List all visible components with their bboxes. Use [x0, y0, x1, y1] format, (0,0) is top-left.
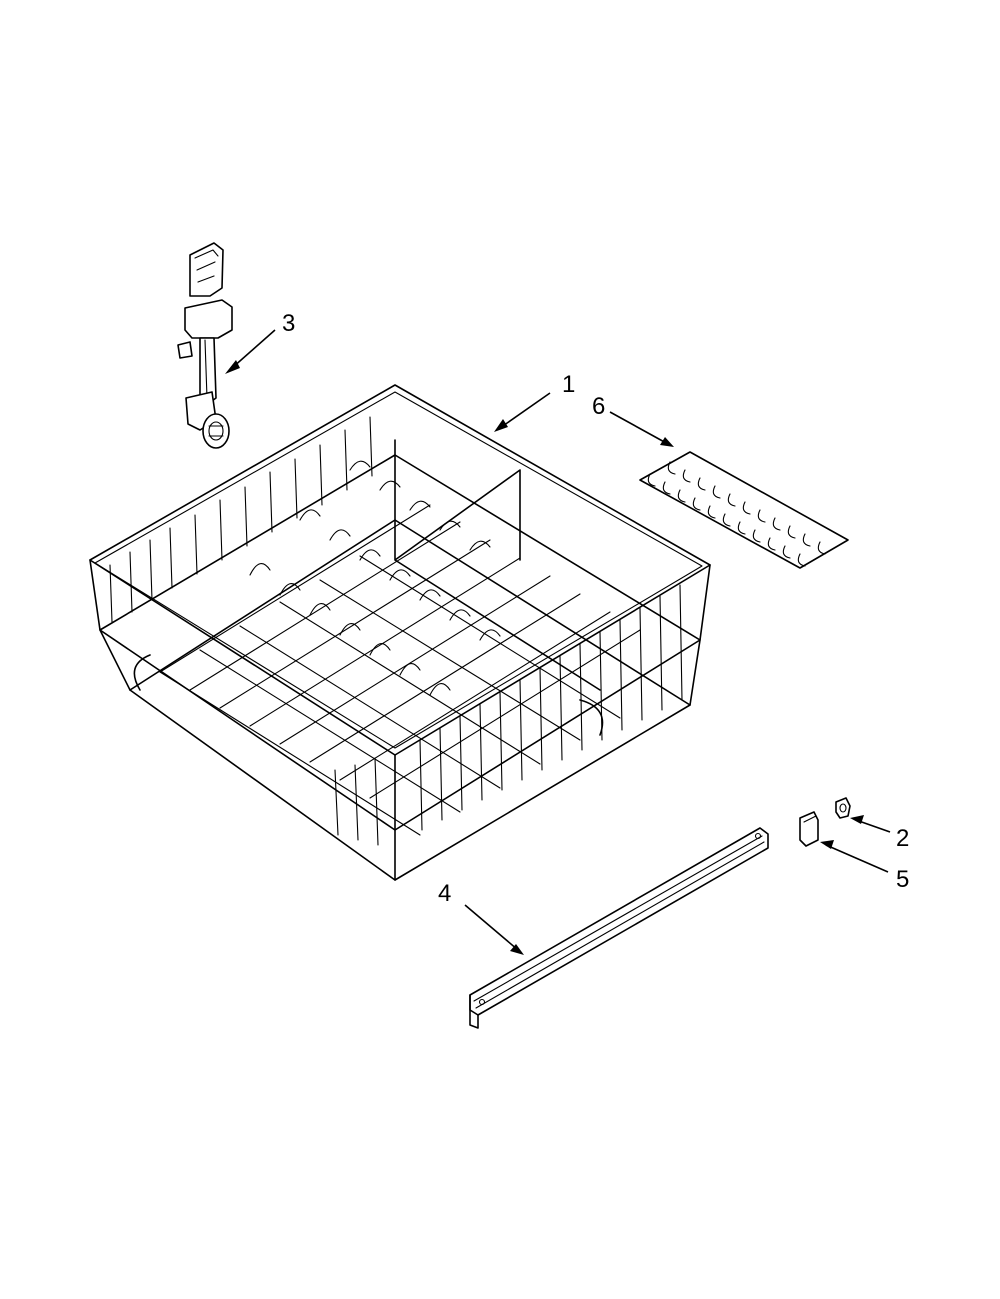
rack-rail-icon	[469, 827, 769, 1029]
callout-2: 2	[896, 825, 910, 852]
leader-arrows	[225, 329, 891, 955]
tine-row-icon	[639, 451, 849, 569]
dish-rack-icon	[89, 384, 711, 881]
callout-5: 5	[896, 866, 910, 893]
callout-6: 6	[592, 393, 606, 420]
clip-icon	[835, 797, 851, 819]
end-cap-icon	[799, 811, 819, 847]
callout-4: 4	[438, 880, 452, 907]
callout-3: 3	[282, 310, 296, 337]
rack-adjuster-icon	[177, 242, 233, 449]
callout-1: 1	[562, 371, 576, 398]
